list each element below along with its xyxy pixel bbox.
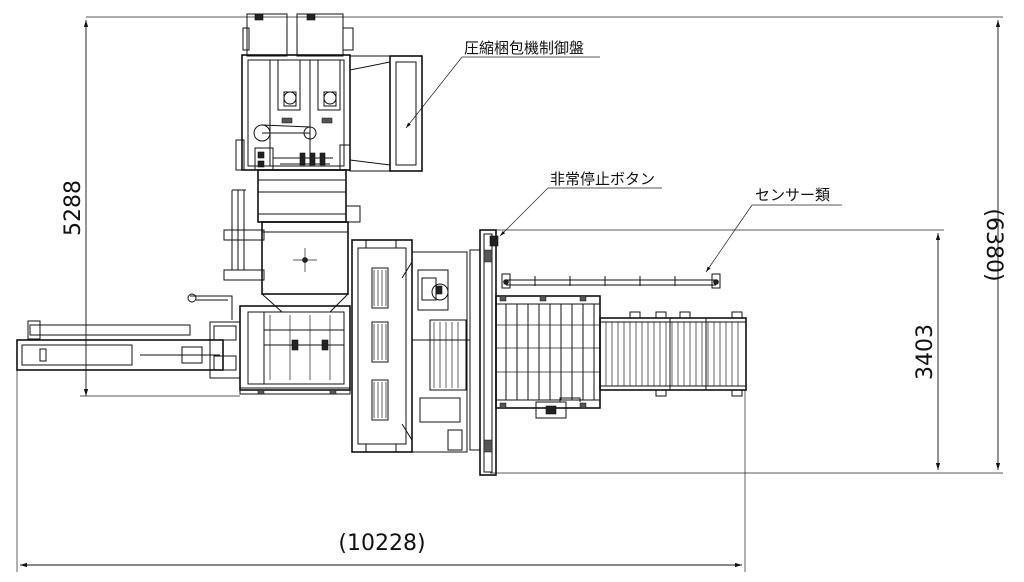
- callout-emergency-stop: 非常停止ボタン: [550, 170, 655, 188]
- infeed-mechanism: [351, 239, 470, 453]
- dimension-lines: [16, 16, 1003, 572]
- dimension-conveyor-height: 3403: [913, 324, 938, 380]
- control-panel-unit: [235, 13, 423, 172]
- sensor-rail: [501, 273, 721, 289]
- discharge-cylinder: [16, 320, 241, 379]
- callout-leaders: [405, 56, 842, 273]
- dimension-overall-width: (10228): [338, 531, 425, 556]
- dimension-height-left: 5288: [61, 180, 86, 236]
- conveyor-frame: [469, 229, 499, 476]
- dimension-overall-height: (6380): [981, 208, 1006, 281]
- roller-conveyor: [495, 295, 601, 419]
- hopper-section: [187, 169, 361, 395]
- belt-conveyor: [599, 311, 747, 397]
- callout-sensors: センサー類: [755, 186, 830, 204]
- callout-control-panel: 圧縮梱包機制御盤: [464, 39, 584, 57]
